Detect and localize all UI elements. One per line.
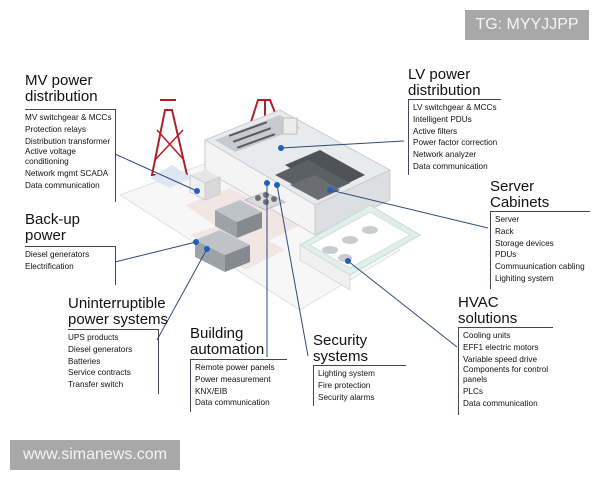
backup-item-list: Diesel generators Electrification [25,246,116,285]
hvac-title-line1: HVAC [458,294,499,311]
substation-kiosk [189,170,221,201]
list-item: Fire protection [318,380,371,390]
list-item: MV switchgear & MCCs [25,113,112,122]
building-title-line1: Building [190,325,244,342]
watermark-bottom: www.simanews.com [10,440,180,470]
connector-dots [193,145,351,264]
building-item-list: Remote power panels Power measurement KN… [190,359,287,412]
hvac-title-line2: solutions [458,310,518,327]
list-item: Data communication [463,399,538,409]
connector-backup [114,241,197,263]
mv-title: MV power distribution [25,73,98,105]
dot-backup [193,239,199,245]
security-title: Security systems [313,333,368,365]
list-item: Diesel generators [25,250,90,259]
list-item: Network analyzer [413,150,477,160]
dot-security [274,182,280,188]
building-title: Building automation [190,326,264,358]
generator-units [195,200,262,272]
server-item-list: Server Rack Storage devices PDUs Commuun… [490,211,590,289]
hvac-room [299,204,421,291]
list-item: Electrification [25,261,74,271]
connector-lv [280,140,405,149]
ups-item-list: UPS products Diesel generators Batteries… [68,329,159,394]
list-item: Commuunication cabling [495,262,585,272]
list-item: Service contracts [68,368,131,378]
list-item: PDUs [495,250,517,260]
hvac-item-list: Cooling units EFF1 electric motors Varia… [458,327,553,415]
connector-mv [114,153,198,192]
list-item: Active filters [413,126,458,136]
backup-title: Back-up power [25,212,80,244]
list-item: Cooling units [463,331,511,340]
list-item: Remote power panels [195,363,275,372]
lv-title-line1: LV power [408,66,471,83]
ups-title-line2: power systems [68,311,169,328]
list-item: Data communication [195,398,270,408]
ups-title-line1: Uninterruptible [68,295,166,312]
list-item: Lighiting system [495,273,554,283]
list-item: KNX/EIB [195,386,228,396]
list-item: Power factor correction [413,138,498,148]
server-title: Server Cabinets [490,179,549,211]
list-item: Storage devices [495,238,554,248]
dot-building [264,180,270,186]
dot-hvac [345,258,351,264]
lv-title: LV power distribution [408,67,481,99]
mv-title-line2: distribution [25,88,98,105]
list-item: Variable speed drive [463,354,538,364]
list-item: Network mgmt SCADA [25,169,109,179]
lv-item-list: LV switchgear & MCCs Intelligent PDUs Ac… [408,99,501,175]
list-item: PLCs [463,387,484,397]
list-item: Rack [495,226,514,236]
dot-mv [194,188,200,194]
connector-lines [114,140,489,357]
backup-title-line2: power [25,227,66,244]
mv-item-list: MV switchgear & MCCs Protection relays D… [25,109,116,202]
list-item: Transfer switch [68,380,124,390]
security-title-line1: Security [313,332,368,349]
backup-title-line1: Back-up [25,211,81,228]
list-item: Protection relays [25,124,86,134]
server-title-line1: Server [490,178,535,195]
list-item: Distribution transformer [25,136,111,146]
connector-ups [156,248,208,341]
list-item: Security alarms [318,392,375,402]
list-item: Diesel generators [68,344,133,354]
ups-title: Uninterruptible power systems [68,296,168,328]
list-item: Batteries [68,356,101,366]
list-item: Power measurement [195,374,271,384]
security-item-list: Lighting system Fire protection Security… [313,365,406,406]
security-title-line2: systems [313,348,369,365]
watermark-top: TG: MYYJJPP [465,10,589,40]
transmission-tower-left [150,99,192,188]
list-item: EFF1 electric motors [463,342,539,352]
dot-server [327,187,333,193]
lv-title-line2: distribution [408,82,481,99]
hvac-title: HVAC solutions [458,295,517,327]
list-item: LV switchgear & MCCs [413,103,497,112]
connector-security [276,184,309,357]
connector-hvac [347,260,458,348]
dot-ups [204,246,210,252]
list-item: Server [495,215,520,224]
list-item: Data communication [25,181,100,191]
list-item: UPS products [68,333,119,342]
list-item: Intelligent PDUs [413,114,472,124]
connector-server [329,189,489,229]
building-title-line2: automation [190,341,265,358]
mv-title-line1: MV power [25,72,93,89]
list-item: Lighting system [318,369,375,378]
dot-lv [278,145,284,151]
server-title-line2: Cabinets [490,194,550,211]
list-item: Active voltage conditioning [25,147,76,166]
list-item: Data communication [413,161,488,171]
list-item: Components for control panels [463,365,549,384]
cooling-fans [243,191,287,211]
